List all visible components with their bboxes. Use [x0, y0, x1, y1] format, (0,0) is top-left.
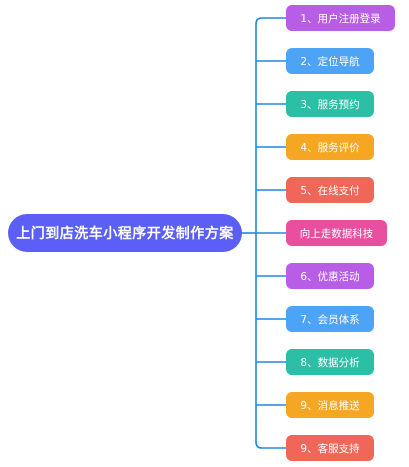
branch-node-data-analysis[interactable]: 8、数据分析 [286, 349, 374, 375]
branch-node-label: 4、服务评价 [300, 141, 360, 154]
branch-node-message-push[interactable]: 9、消息推送 [286, 392, 374, 418]
branch-node-customer-service[interactable]: 9、客服支持 [286, 435, 374, 461]
branch-node-user-login[interactable]: 1、用户注册登录 [286, 5, 395, 31]
branch-node-label: 1、用户注册登录 [300, 12, 381, 25]
branch-node-promotions[interactable]: 6、优惠活动 [286, 263, 374, 289]
branch-node-label: 5、在线支付 [300, 184, 360, 197]
branch-node-label: 7、会员体系 [300, 313, 360, 326]
branch-node-online-payment[interactable]: 5、在线支付 [286, 177, 374, 203]
branch-node-label: 2、定位导航 [300, 55, 360, 68]
branch-node-label: 6、优惠活动 [300, 270, 360, 283]
branch-node-location-navigation[interactable]: 2、定位导航 [286, 48, 374, 74]
branch-connector [255, 17, 286, 25]
branch-node-label: 9、消息推送 [300, 399, 360, 412]
root-node[interactable]: 上门到店洗车小程序开发制作方案 [8, 214, 242, 252]
branch-node-label: 向上走数据科技 [299, 227, 374, 240]
branch-node-company[interactable]: 向上走数据科技 [286, 220, 387, 246]
branch-node-label: 8、数据分析 [300, 356, 360, 369]
root-node-label: 上门到店洗车小程序开发制作方案 [16, 226, 234, 242]
branch-node-service-booking[interactable]: 3、服务预约 [286, 91, 374, 117]
branch-node-label: 3、服务预约 [300, 98, 360, 111]
branch-node-membership[interactable]: 7、会员体系 [286, 306, 374, 332]
branch-node-label: 9、客服支持 [300, 442, 360, 455]
branch-connector [255, 441, 286, 449]
branch-node-service-rating[interactable]: 4、服务评价 [286, 134, 374, 160]
